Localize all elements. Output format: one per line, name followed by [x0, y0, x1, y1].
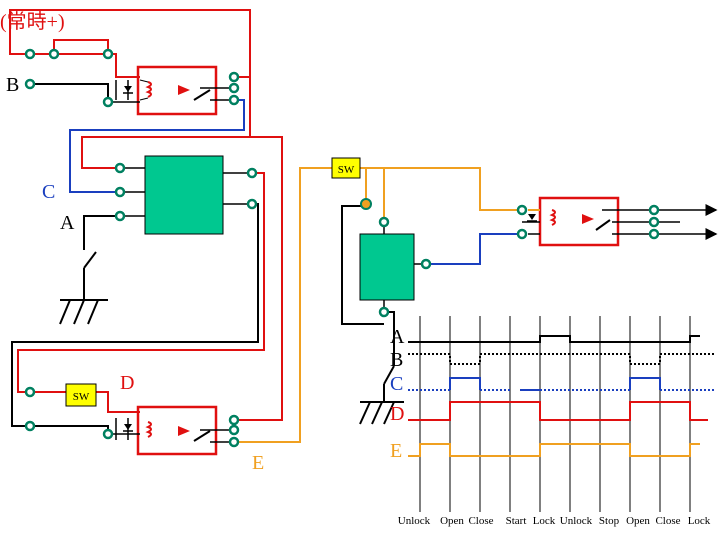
event-label: Unlock — [560, 515, 593, 527]
sw-label-left: SW — [73, 391, 90, 403]
event-label: Open — [440, 515, 464, 527]
label-C: C — [42, 181, 55, 203]
label-B: B — [6, 74, 19, 96]
timing-label-E: E — [390, 440, 402, 462]
relay-bottom — [24, 136, 332, 456]
signal-E — [408, 443, 700, 457]
relay-top — [9, 9, 251, 193]
event-label: Lock — [688, 515, 711, 527]
control-unit-left — [11, 155, 265, 427]
timing-label-B: B — [390, 349, 403, 371]
label-D: D — [120, 372, 134, 394]
signal-A — [408, 335, 700, 343]
sw-box-left: SW — [65, 383, 97, 407]
label-E: E — [252, 452, 264, 474]
event-label: Close — [468, 515, 493, 527]
signal-C — [408, 377, 510, 391]
event-label: Stop — [599, 515, 620, 527]
event-label: Unlock — [398, 515, 431, 527]
signal-D — [408, 401, 708, 421]
timing-chart: A B C D E Unlock Open Close Start Lock U… — [390, 316, 716, 527]
timing-label-D: D — [390, 403, 404, 425]
sw-box-right: SW — [331, 157, 361, 179]
sw-label-right: SW — [338, 164, 355, 176]
label-A: A — [60, 212, 75, 234]
timing-label-C: C — [390, 373, 403, 395]
right-circuit — [341, 167, 718, 425]
label-power: (常時+) — [0, 10, 65, 33]
event-label: Lock — [533, 515, 556, 527]
event-label: Open — [626, 515, 650, 527]
event-label: Close — [655, 515, 680, 527]
event-label: Start — [506, 515, 527, 527]
signal-B — [408, 353, 716, 365]
timing-label-A: A — [390, 326, 405, 348]
